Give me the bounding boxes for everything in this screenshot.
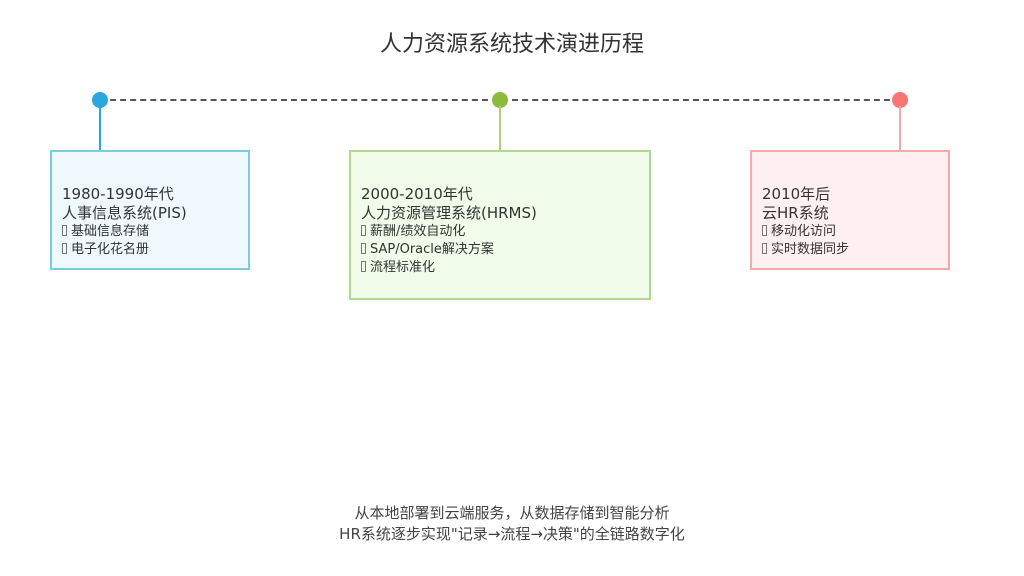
stage-feature-text: 移动化访问 — [771, 224, 837, 239]
stage-system-name: 人力资源管理系统(HRMS) — [361, 204, 537, 222]
stage-system-name: 云HR系统 — [762, 204, 829, 222]
diagram-title: 人力资源系统技术演进历程 — [379, 32, 644, 57]
stage-card-2: 2000-2010年代 人力资源管理系统(HRMS) 薪酬/绩效自动化 SAP/… — [349, 150, 651, 300]
stage-card-3: 2010年后 云HR系统 移动化访问 实时数据同步 — [750, 150, 950, 270]
stage-system-name: 人事信息系统(PIS) — [62, 204, 187, 222]
stage-feature: 移动化访问 — [762, 223, 938, 241]
stage-feature: 薪酬/绩效自动化 — [361, 223, 639, 241]
stage-feature: 电子化花名册 — [62, 241, 238, 259]
stage-era: 2000-2010年代 — [361, 185, 473, 203]
missing-glyph-icon — [62, 243, 67, 254]
stage-feature-text: SAP/Oracle解决方案 — [370, 242, 494, 257]
stage-feature-text: 基础信息存储 — [71, 224, 150, 239]
stage-era: 2010年后 — [762, 185, 831, 203]
timeline-dot-stage-2 — [492, 92, 508, 108]
missing-glyph-icon — [762, 243, 767, 254]
stage-feature-text: 实时数据同步 — [771, 242, 850, 257]
connector-stage-2 — [499, 106, 501, 150]
connector-stage-3 — [899, 106, 901, 150]
timeline-dot-stage-3 — [892, 92, 908, 108]
connector-stage-1 — [99, 106, 101, 150]
summary-line-1: 从本地部署到云端服务，从数据存储到智能分析 — [354, 504, 670, 522]
timeline-dot-stage-1 — [92, 92, 108, 108]
stage-feature: 流程标准化 — [361, 259, 639, 277]
missing-glyph-icon — [762, 225, 767, 236]
stage-feature: 实时数据同步 — [762, 241, 938, 259]
stage-feature: SAP/Oracle解决方案 — [361, 241, 639, 259]
stage-feature-text: 流程标准化 — [370, 260, 436, 275]
stage-era: 1980-1990年代 — [62, 185, 174, 203]
stage-card-1: 1980-1990年代 人事信息系统(PIS) 基础信息存储 电子化花名册 — [50, 150, 250, 270]
stage-feature-text: 薪酬/绩效自动化 — [370, 224, 466, 239]
stage-feature-text: 电子化花名册 — [71, 242, 150, 257]
missing-glyph-icon — [361, 225, 366, 236]
missing-glyph-icon — [361, 261, 366, 272]
summary-line-2: HR系统逐步实现"记录→流程→决策"的全链路数字化 — [339, 525, 685, 543]
stage-feature: 基础信息存储 — [62, 223, 238, 241]
summary-caption: 从本地部署到云端服务，从数据存储到智能分析 HR系统逐步实现"记录→流程→决策"… — [0, 503, 1024, 545]
missing-glyph-icon — [361, 243, 366, 254]
missing-glyph-icon — [62, 225, 67, 236]
